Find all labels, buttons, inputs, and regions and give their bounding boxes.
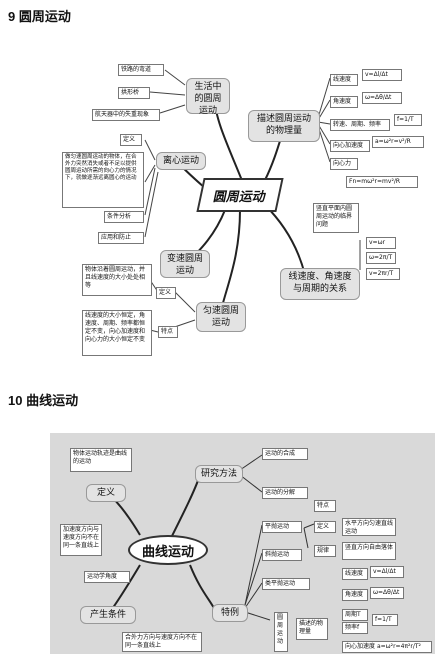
centri-item-definition: 定义 — [120, 134, 142, 146]
topic-definition: 定义 — [86, 484, 126, 502]
q-linear-velocity: 线速度 — [330, 74, 358, 86]
cond-acc-velocity: 加速度方向与速度方向不在同一条直线上 — [60, 524, 102, 556]
uniform-feature-text: 线速度的大小恒定，角速度、周期、频率都恒定不变，向心加速度和向心力的大小恒定不变 — [82, 310, 152, 356]
q-rotation-period: 转速、周期、频率 — [330, 119, 390, 131]
q-centripetal-acc: 向心加速度 — [330, 140, 370, 152]
centri-definition-text: 做匀速圆周运动的物体，在合外力突然消失或者不足以提供圆周运动所需的向心力的情况下… — [62, 152, 144, 208]
item-centripetal-label: 向心加速度 — [345, 643, 376, 650]
rel-formula-v: v=ωr — [366, 237, 396, 249]
topic-uniform-circular: 匀速圆周运动 — [196, 302, 246, 332]
method-composition: 运动的合成 — [262, 448, 308, 460]
life-item-arch-bridge: 拱形桥 — [118, 87, 150, 99]
item-feature: 特点 — [314, 500, 336, 512]
topic-centrifugal: 离心运动 — [156, 152, 206, 170]
item-angular-velocity: 角速度 — [342, 589, 368, 601]
item-projectile: 平抛运动 — [262, 521, 302, 533]
item-oblique: 斜抛运动 — [262, 549, 302, 561]
cond-kinematics: 运动学角度 — [84, 571, 130, 583]
topic-condition: 产生条件 — [80, 606, 136, 624]
center-curvilinear: 曲线运动 — [128, 535, 208, 565]
centri-item-condition: 条件分析 — [104, 211, 144, 223]
rel-formula-omega: ω=2π/T — [366, 252, 396, 264]
def-text: 物体运动轨迹是曲线的运动 — [70, 448, 132, 472]
item-centripetal: 向心加速度 a=ω²r=4π²r/T² — [342, 641, 432, 653]
uniform-definition-text: 物体沿着圆周运动，并且线速度的大小处处相等 — [82, 264, 152, 296]
topic-life-circular: 生活中的圆周运动 — [186, 78, 230, 116]
center-curvilinear-label: 曲线运动 — [141, 544, 194, 560]
q-formula-omega: ω=Δθ/Δt — [362, 92, 402, 104]
topic-relation: 线速度、角速度与周期的关系 — [280, 268, 360, 300]
centri-item-application: 应用和防止 — [98, 232, 144, 244]
uniform-definition-label: 定义 — [156, 287, 176, 299]
formula-v: v=Δl/Δt — [370, 566, 404, 578]
section-10-heading: 10 曲线运动 — [8, 393, 79, 408]
item-period: 周期T — [342, 609, 368, 621]
topic-research-method: 研究方法 — [195, 465, 243, 483]
q-formula-fn: Fn=mω²r=mv²/R — [346, 176, 418, 188]
life-item-railway: 铁路的弯道 — [118, 64, 164, 76]
q-centripetal-force: 向心力 — [330, 158, 358, 170]
uniform-feature-label: 特点 — [158, 326, 178, 338]
item-quasi-projectile: 类平抛运动 — [262, 578, 310, 590]
section-9-heading: 9 圆周运动 — [8, 9, 71, 24]
item-horizontal: 水平方向匀速直线运动 — [342, 518, 396, 536]
method-decomposition: 运动的分解 — [262, 487, 308, 499]
rel-formula-v-period: v=2πr/T — [366, 268, 400, 280]
item-law: 规律 — [314, 545, 336, 557]
q-formula-v: v=Δl/Δt — [362, 69, 402, 81]
item-vertical: 竖直方向自由落体 — [342, 542, 396, 560]
item-circular: 圆周运动 — [274, 612, 288, 652]
formula-a: a=ω²r=4π²r/T² — [376, 643, 421, 650]
formula-f: f=1/T — [372, 614, 398, 626]
formula-omega: ω=Δθ/Δt — [370, 587, 404, 599]
topic-variable-circular: 变速圆周运动 — [160, 250, 210, 278]
cond-force-direction: 合外力方向与速度方向不在同一条直线上 — [122, 632, 202, 652]
topic-quantities: 描述圆周运动的物理量 — [248, 110, 320, 142]
q-angular-velocity: 角速度 — [330, 96, 358, 108]
item-frequency: 频率f — [342, 622, 368, 634]
item-linear-velocity: 线速度 — [342, 568, 368, 580]
vertical-critical-note: 竖直平面内圆周运动的临界问题 — [313, 203, 359, 233]
life-item-weightless: 航天器中的失重现象 — [92, 109, 160, 121]
topic-special-cases: 特例 — [212, 604, 248, 622]
q-formula-a: a=ω²r=v²/R — [372, 136, 424, 148]
item-proj-definition: 定义 — [314, 521, 336, 533]
item-quantities: 描述的物理量 — [296, 618, 328, 640]
q-formula-f: f=1/T — [394, 114, 422, 126]
